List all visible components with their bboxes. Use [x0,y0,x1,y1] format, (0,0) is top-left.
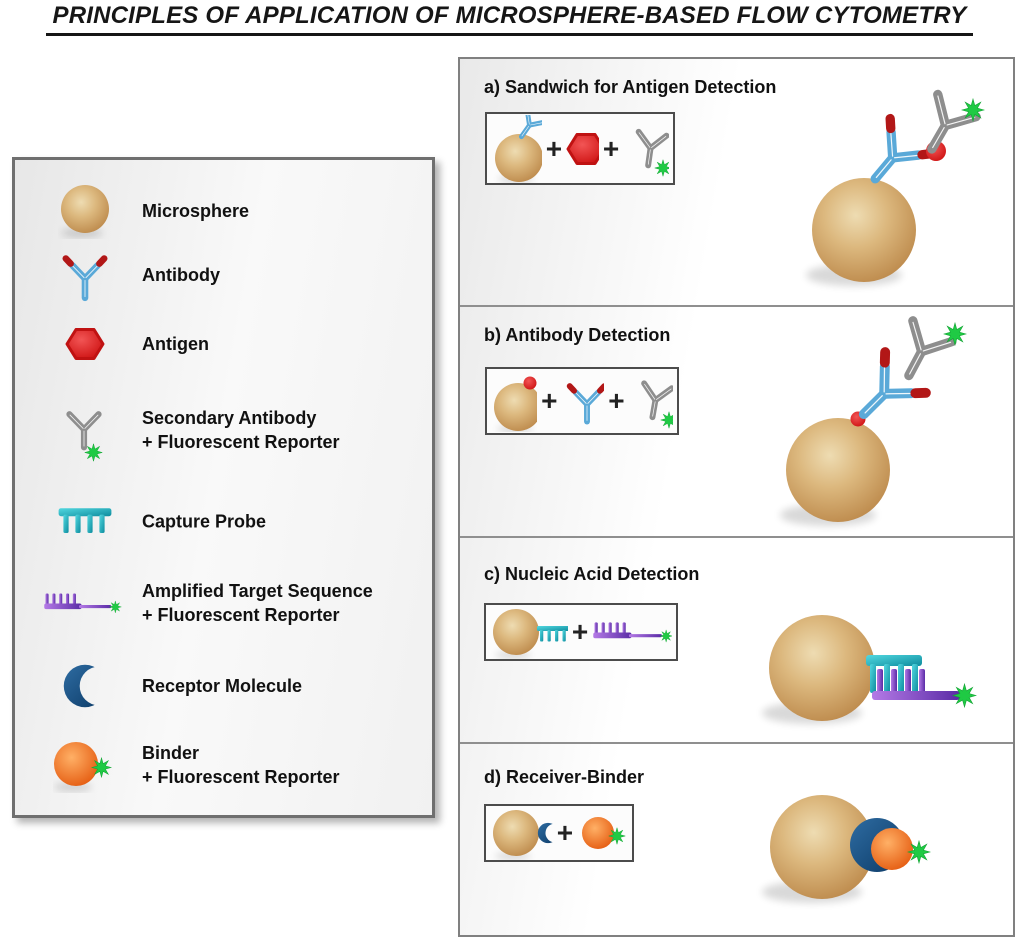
equation-box-a: + + [485,112,675,185]
title-bar: PRINCIPLES OF APPLICATION OF MICROSPHERE… [0,2,1019,36]
antibody-icon [561,375,604,427]
secondary-antibody-reporter-icon [56,398,103,462]
illustration-receiver-binder [762,795,931,903]
plus-sign: + [545,132,563,164]
legend-item-amplified-target: Amplified Target Sequence+ Fluorescent R… [43,579,373,627]
equation-box-c: + [484,603,678,661]
section-divider [460,536,1013,538]
microsphere-with-capture-probe-icon [493,609,568,659]
plus-sign: + [556,817,574,848]
microsphere-icon [61,185,109,238]
legend-item-antibody: Antibody [43,245,220,305]
section-d-header: d) Receiver-Binder [484,767,645,787]
legend-label: Capture Probe [142,511,267,531]
section-divider [460,305,1013,307]
plus-sign: + [608,385,625,416]
legend-item-capture-probe: Capture Probe [43,507,266,536]
legend-item-secondary-antibody: Secondary Antibody+ Fluorescent Reporter [43,398,340,462]
binder-reporter-icon [582,817,626,849]
plus-sign: + [571,616,589,647]
illustration-nucleic-acid [762,615,977,724]
assay-illustrations [762,59,985,903]
binder-reporter-icon [54,742,112,791]
equation-box-b: + + [485,367,679,435]
section-divider [460,742,1013,744]
plus-sign: + [602,132,620,164]
legend-label: Binder+ Fluorescent Reporter [142,743,340,787]
legend-label: Antigen [142,334,209,354]
amplified-target-reporter-icon [43,590,125,617]
section-c-header: c) Nucleic Acid Detection [484,564,700,584]
section-b-header: b) Antibody Detection [484,325,671,345]
secondary-antibody-reporter-icon [623,118,670,176]
legend-box: Microsphere Antibody Antigen Secondary A… [12,157,435,818]
equation-box-d: + [484,804,634,862]
microsphere-with-antigen-icon [494,376,538,432]
amplified-target-reporter-icon [592,617,672,647]
page-title: PRINCIPLES OF APPLICATION OF MICROSPHERE… [46,2,973,36]
legend-label: Secondary Antibody+ Fluorescent Reporter [142,408,340,452]
plus-sign: + [541,385,558,416]
microsphere-with-antibody-icon [495,115,542,182]
legend-item-binder: Binder+ Fluorescent Reporter [43,737,340,793]
legend-item-antigen: Antigen [43,325,209,363]
section-a-header: a) Sandwich for Antigen Detection [484,77,777,97]
legend-item-microsphere: Microsphere [43,183,249,239]
illustration-antibody-detection [780,321,967,526]
antigen-icon [566,132,599,165]
microsphere-with-receptor-icon [493,810,553,860]
antigen-icon [65,328,105,360]
legend-label: Amplified Target Sequence+ Fluorescent R… [142,581,373,625]
antibody-icon [55,245,115,305]
legend-label: Microsphere [142,201,250,221]
secondary-antibody-reporter-icon [629,372,673,429]
legend-item-receptor: Receptor Molecule [43,660,302,712]
legend-label: Antibody [142,265,220,285]
capture-probe-icon [58,508,112,533]
assay-panel: a) Sandwich for Antigen Detection + + b)… [458,57,1015,937]
receptor-molecule-icon [62,660,108,712]
legend-label: Receptor Molecule [142,676,303,696]
illustration-sandwich-antigen [806,94,985,286]
